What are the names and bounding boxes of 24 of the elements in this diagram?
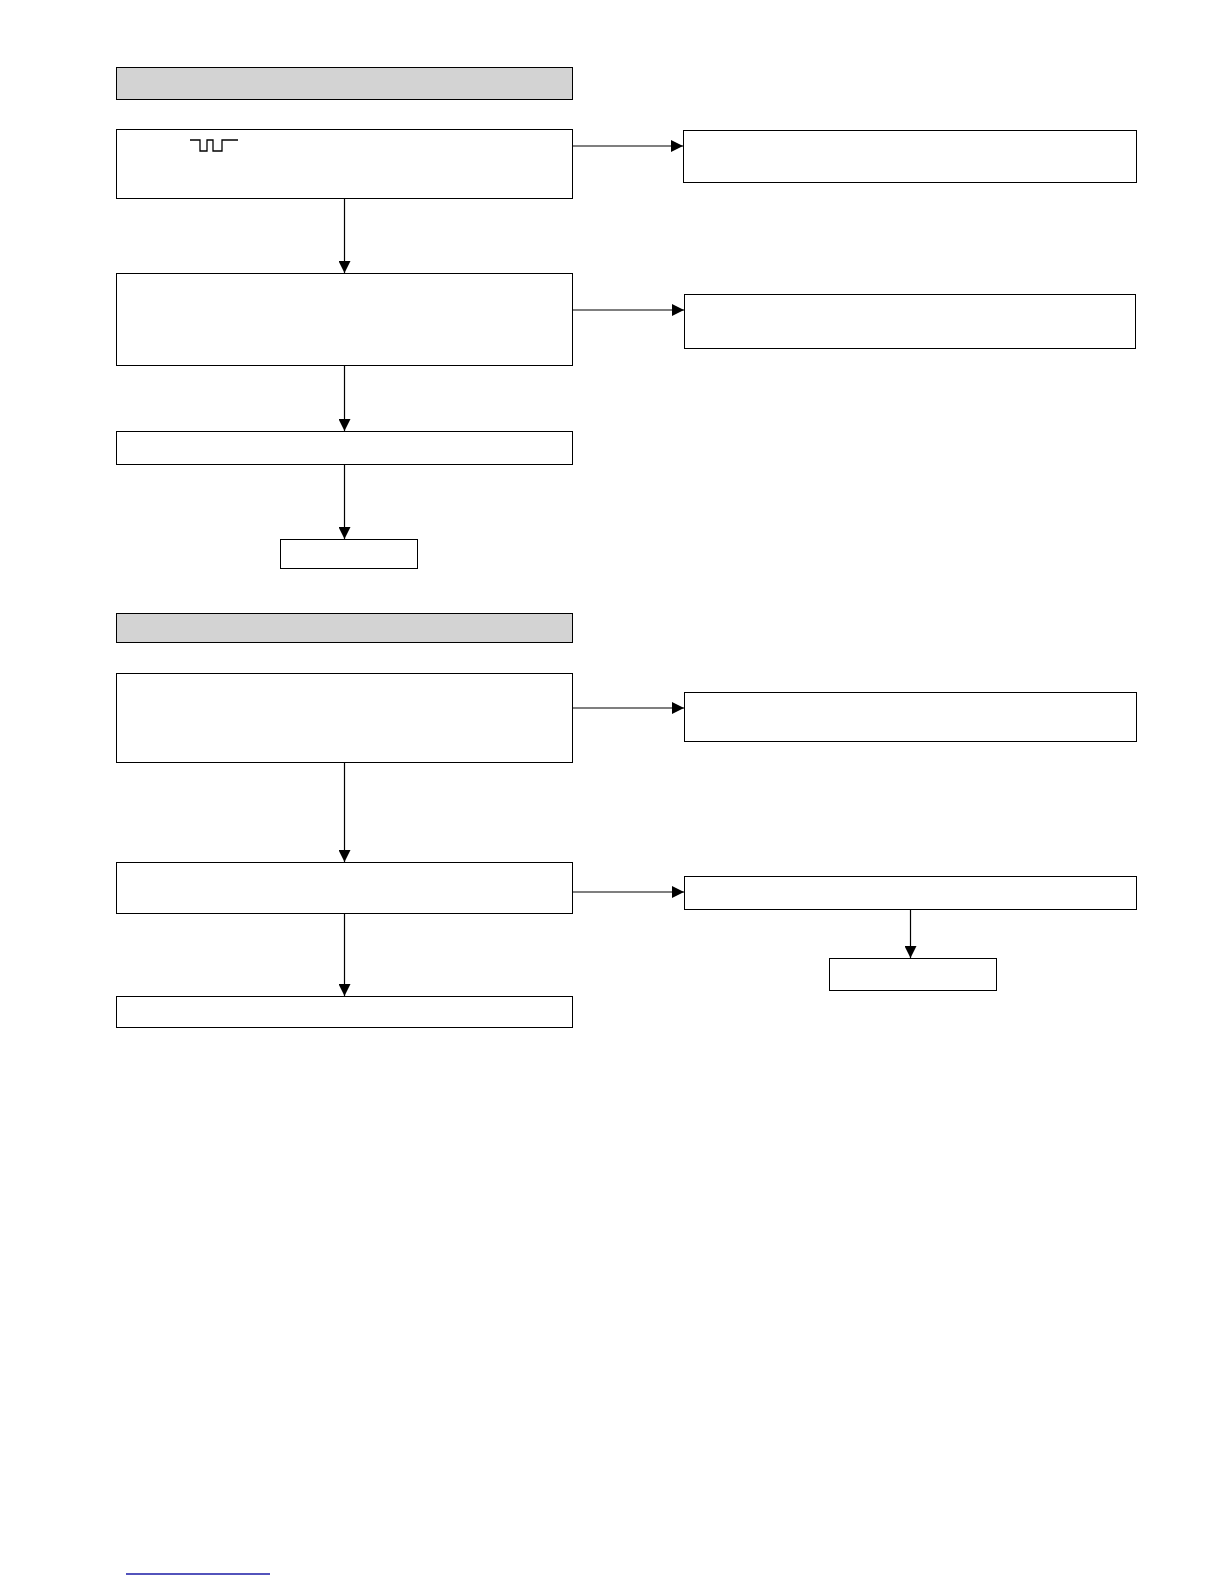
arrow bbox=[338, 464, 351, 540]
process-box bbox=[684, 294, 1136, 349]
process-box bbox=[116, 273, 573, 366]
arrow bbox=[572, 702, 685, 714]
header-band bbox=[116, 67, 573, 100]
arrow bbox=[904, 909, 917, 959]
arrow bbox=[572, 140, 684, 152]
process-box bbox=[116, 862, 573, 914]
process-box bbox=[829, 958, 997, 991]
process-box bbox=[280, 539, 418, 569]
arrow bbox=[338, 365, 351, 432]
process-box bbox=[116, 129, 573, 199]
arrow bbox=[572, 304, 685, 316]
process-box bbox=[116, 431, 573, 465]
process-box bbox=[116, 673, 573, 763]
arrow bbox=[338, 913, 351, 997]
process-box bbox=[683, 130, 1137, 183]
header-band bbox=[116, 613, 573, 643]
process-box bbox=[684, 876, 1137, 910]
arrow bbox=[572, 886, 685, 898]
arrow bbox=[338, 198, 351, 274]
process-box bbox=[116, 996, 573, 1028]
process-box bbox=[684, 692, 1137, 742]
arrow bbox=[338, 762, 351, 863]
